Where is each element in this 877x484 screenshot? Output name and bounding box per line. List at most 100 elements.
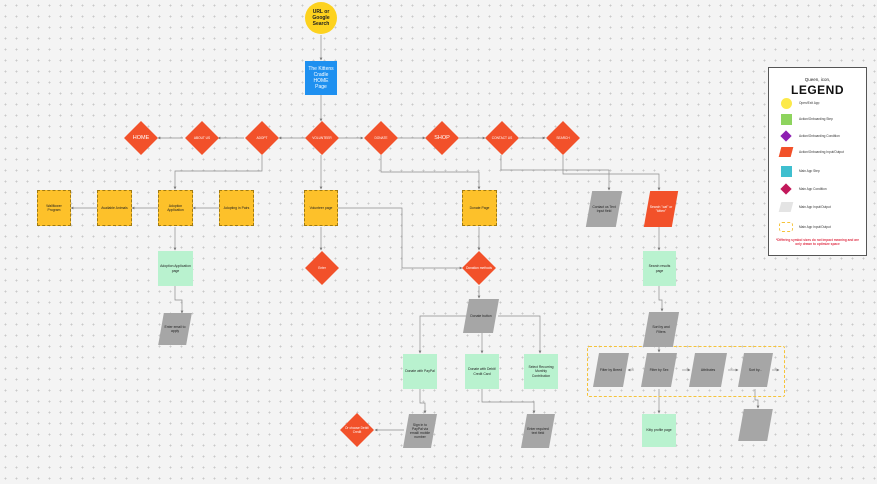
parallelogram-swatch-icon xyxy=(778,202,794,212)
donate-page-node[interactable]: Donate Page xyxy=(462,190,497,226)
node-label: Enter email to apply xyxy=(164,324,186,333)
connector xyxy=(419,389,427,414)
sort-by-node[interactable]: Sort by... xyxy=(738,353,773,387)
node-label: Search results page xyxy=(648,264,671,273)
node-label: Donate button xyxy=(470,313,492,318)
attributes-node[interactable]: Attributes xyxy=(689,353,727,387)
connector xyxy=(380,155,481,190)
node-label: Filter by Sex xyxy=(649,367,669,372)
node-label: Kitty profile page xyxy=(646,428,672,433)
square-swatch-icon xyxy=(780,113,792,125)
diamond-swatch-icon xyxy=(780,183,792,195)
home-diamond[interactable]: HOME xyxy=(124,121,158,155)
connector xyxy=(481,389,536,414)
legend-item: Main App Condition xyxy=(779,182,827,196)
node-label: Contact us Text Input field xyxy=(592,204,616,213)
node-label: Available Animals xyxy=(101,205,128,210)
diamond-swatch-icon xyxy=(780,130,792,142)
node-label: ADOPT xyxy=(256,136,268,140)
volunteer-page-node[interactable]: Volunteer page xyxy=(304,190,338,226)
sort-filters-node[interactable]: Sort by and Filters xyxy=(642,312,680,347)
node-label: The Kittens Cradle HOME Page xyxy=(308,65,334,91)
sign-in-paypal-node[interactable]: Sign in to PayPal via email/ mobile numb… xyxy=(403,414,437,448)
available-animals-node[interactable]: Available Animals xyxy=(97,190,132,226)
debit-card-node[interactable]: Donate with Debit/ Credit Card xyxy=(465,354,499,389)
donation-methods-diamond[interactable]: Donation methods xyxy=(462,251,496,285)
node-label: SEARCH xyxy=(556,136,570,140)
legend-subtitle: Queen, icon, xyxy=(804,77,831,82)
node-label: Attributes xyxy=(700,367,716,372)
adopting-pairs-node[interactable]: Adopting in Pairs xyxy=(219,190,254,226)
filter-breed-node[interactable]: Filter by Breed xyxy=(593,353,629,387)
connector xyxy=(338,207,463,270)
connector xyxy=(500,155,611,191)
home-page-node[interactable]: The Kittens Cradle HOME Page xyxy=(305,61,337,95)
adoption-application-node[interactable]: Adoption Application xyxy=(158,190,193,226)
adopt-diamond[interactable]: ADOPT xyxy=(245,121,279,155)
connector xyxy=(658,286,664,312)
node-label: Wallflower Program xyxy=(46,203,62,212)
filter-sex-node[interactable]: Filter by Sex xyxy=(641,353,677,387)
node-label: Donate Page xyxy=(469,205,490,210)
node-label: URL or Google Search xyxy=(312,8,330,28)
start-oval[interactable]: URL or Google Search xyxy=(305,2,337,34)
contact-diamond[interactable]: CONTACT US xyxy=(485,121,519,155)
square-swatch-icon xyxy=(780,165,792,177)
circle-swatch-icon xyxy=(780,97,792,109)
legend-item: Main App Input/Output xyxy=(779,220,831,234)
search-diamond[interactable]: SEARCH xyxy=(546,121,580,155)
legend-label: Main App Step xyxy=(799,169,820,173)
legend-item: Action/Onboarding Step xyxy=(779,112,833,126)
legend-label: Action/Onboarding Input/Output xyxy=(799,150,844,154)
legend-footnote: *Differing symbol sizes do not impact me… xyxy=(775,238,860,247)
legend-item: Open/Exit App xyxy=(779,96,819,110)
node-label: Enter required text field xyxy=(527,426,549,435)
node-label: Volunteer page xyxy=(309,205,333,210)
blank-output-node[interactable] xyxy=(738,409,773,441)
connector xyxy=(562,155,661,191)
shop-diamond[interactable]: SHOP xyxy=(425,121,459,155)
parallelogram-swatch-icon xyxy=(778,147,794,157)
wallflower-node[interactable]: Wallflower Program xyxy=(37,190,71,226)
adoption-application-page-node[interactable]: Adoption Application page xyxy=(158,251,193,286)
legend-label: Main App Condition xyxy=(799,187,827,191)
kitty-profile-node[interactable]: Kitty profile page xyxy=(642,414,676,447)
recurring-node[interactable]: Select Recurring Monthly Contribution xyxy=(524,354,558,389)
donate-button-node[interactable]: Donate button xyxy=(463,299,499,333)
about-diamond[interactable]: ABOUT US xyxy=(185,121,219,155)
legend-label: Action/Onboarding Condition xyxy=(799,134,840,138)
paypal-node[interactable]: Donate with PayPal xyxy=(403,354,437,389)
email-apply-node[interactable]: Enter email to apply xyxy=(158,313,192,345)
node-label: SHOP xyxy=(434,134,450,141)
node-label: Or choose Debit/ Credit xyxy=(345,426,369,434)
node-label: Search "cat" or "kitten" xyxy=(649,204,673,213)
node-label: VOLUNTEER xyxy=(312,136,332,140)
enter-diamond[interactable]: Enter xyxy=(305,251,339,285)
connector xyxy=(173,155,263,190)
contact-form-node[interactable]: Contact us Text Input field xyxy=(585,191,623,227)
legend-item: Action/Onboarding Condition xyxy=(779,129,840,143)
node-label: Donate with PayPal xyxy=(405,369,435,374)
search-results-node[interactable]: Search results page xyxy=(643,251,676,286)
node-label: Donate with Debit/ Credit Card xyxy=(468,367,496,376)
node-label: Adoption Application xyxy=(167,203,184,212)
connector xyxy=(418,315,466,354)
legend-label: Open/Exit App xyxy=(799,101,820,105)
filter-selection-box xyxy=(587,346,785,397)
choose-debit-diamond[interactable]: Or choose Debit/ Credit xyxy=(340,413,374,447)
legend-label: Action/Onboarding Step xyxy=(799,117,833,121)
node-label: Adoption Application page xyxy=(160,264,191,273)
legend-title: LEGEND xyxy=(790,83,844,97)
search-input-node[interactable]: Search "cat" or "kitten" xyxy=(643,191,679,227)
node-label: Sign in to PayPal via email/ mobile numb… xyxy=(410,422,430,440)
connector xyxy=(498,315,542,354)
donate-diamond[interactable]: DONATE xyxy=(364,121,398,155)
enter-required-node[interactable]: Enter required text field xyxy=(521,414,555,448)
legend-label: Main App Input/Output xyxy=(799,205,831,209)
legend-panel: Queen, icon, LEGEND Open/Exit App Action… xyxy=(768,67,867,256)
node-label: Filter by Breed xyxy=(599,367,623,372)
connector xyxy=(754,389,760,409)
volunteer-diamond[interactable]: VOLUNTEER xyxy=(305,121,339,155)
node-label: Sort by... xyxy=(748,367,763,372)
